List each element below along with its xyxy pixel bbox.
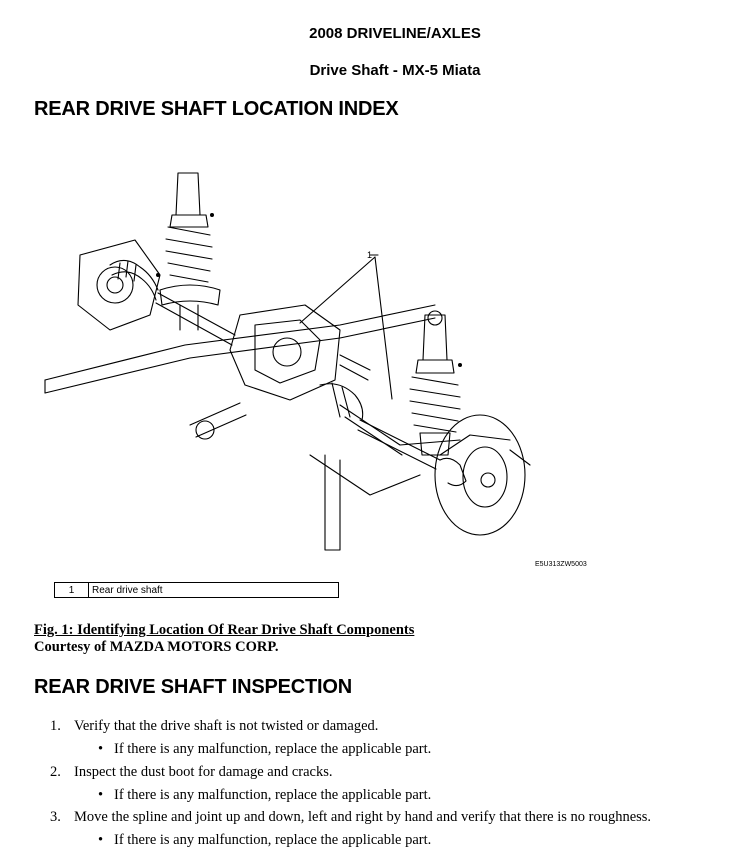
- step-text: Inspect the dust boot for damage and cra…: [74, 764, 333, 780]
- figure-caption-credit: Courtesy of MAZDA MOTORS CORP.: [34, 639, 279, 655]
- legend-row: 1 Rear drive shaft: [54, 582, 339, 598]
- section-title-inspection: REAR DRIVE SHAFT INSPECTION: [34, 676, 352, 698]
- list-sub-item: • If there is any malfunction, replace th…: [98, 832, 431, 849]
- legend-number: 1: [54, 582, 89, 598]
- sub-item-text: If there is any malfunction, replace the…: [114, 832, 432, 848]
- legend-label: Rear drive shaft: [88, 582, 339, 598]
- bullet-icon: •: [98, 741, 104, 757]
- bullet-icon: •: [98, 832, 104, 848]
- sub-item-text: If there is any malfunction, replace the…: [114, 787, 432, 803]
- rear-suspension-illustration: 1: [44, 172, 531, 551]
- bullet-icon: •: [98, 787, 104, 803]
- header-line-2: Drive Shaft - MX-5 Miata: [309, 62, 481, 79]
- step-text: Move the spline and joint up and down, l…: [74, 809, 652, 825]
- step-text: Verify that the drive shaft is not twist…: [74, 718, 379, 734]
- step-number: 2.: [50, 764, 61, 780]
- figure-callout-1: 1: [367, 250, 372, 260]
- list-sub-item: • If there is any malfunction, replace th…: [98, 741, 431, 758]
- step-number: 3.: [50, 809, 61, 825]
- step-number: 1.: [50, 718, 61, 734]
- figure-code: E5U313ZW5003: [535, 561, 587, 568]
- list-sub-item: • If there is any malfunction, replace th…: [98, 787, 431, 804]
- sub-item-text: If there is any malfunction, replace the…: [114, 741, 432, 757]
- figure-caption-title: Fig. 1: Identifying Location Of Rear Dri…: [34, 622, 415, 638]
- figure-caption: Fig. 1: Identifying Location Of Rear Dri…: [34, 622, 414, 656]
- figure-legend-table: 1 Rear drive shaft: [54, 582, 339, 598]
- section-title-location-index: REAR DRIVE SHAFT LOCATION INDEX: [34, 98, 399, 120]
- header-line-1: 2008 DRIVELINE/AXLES: [309, 25, 481, 42]
